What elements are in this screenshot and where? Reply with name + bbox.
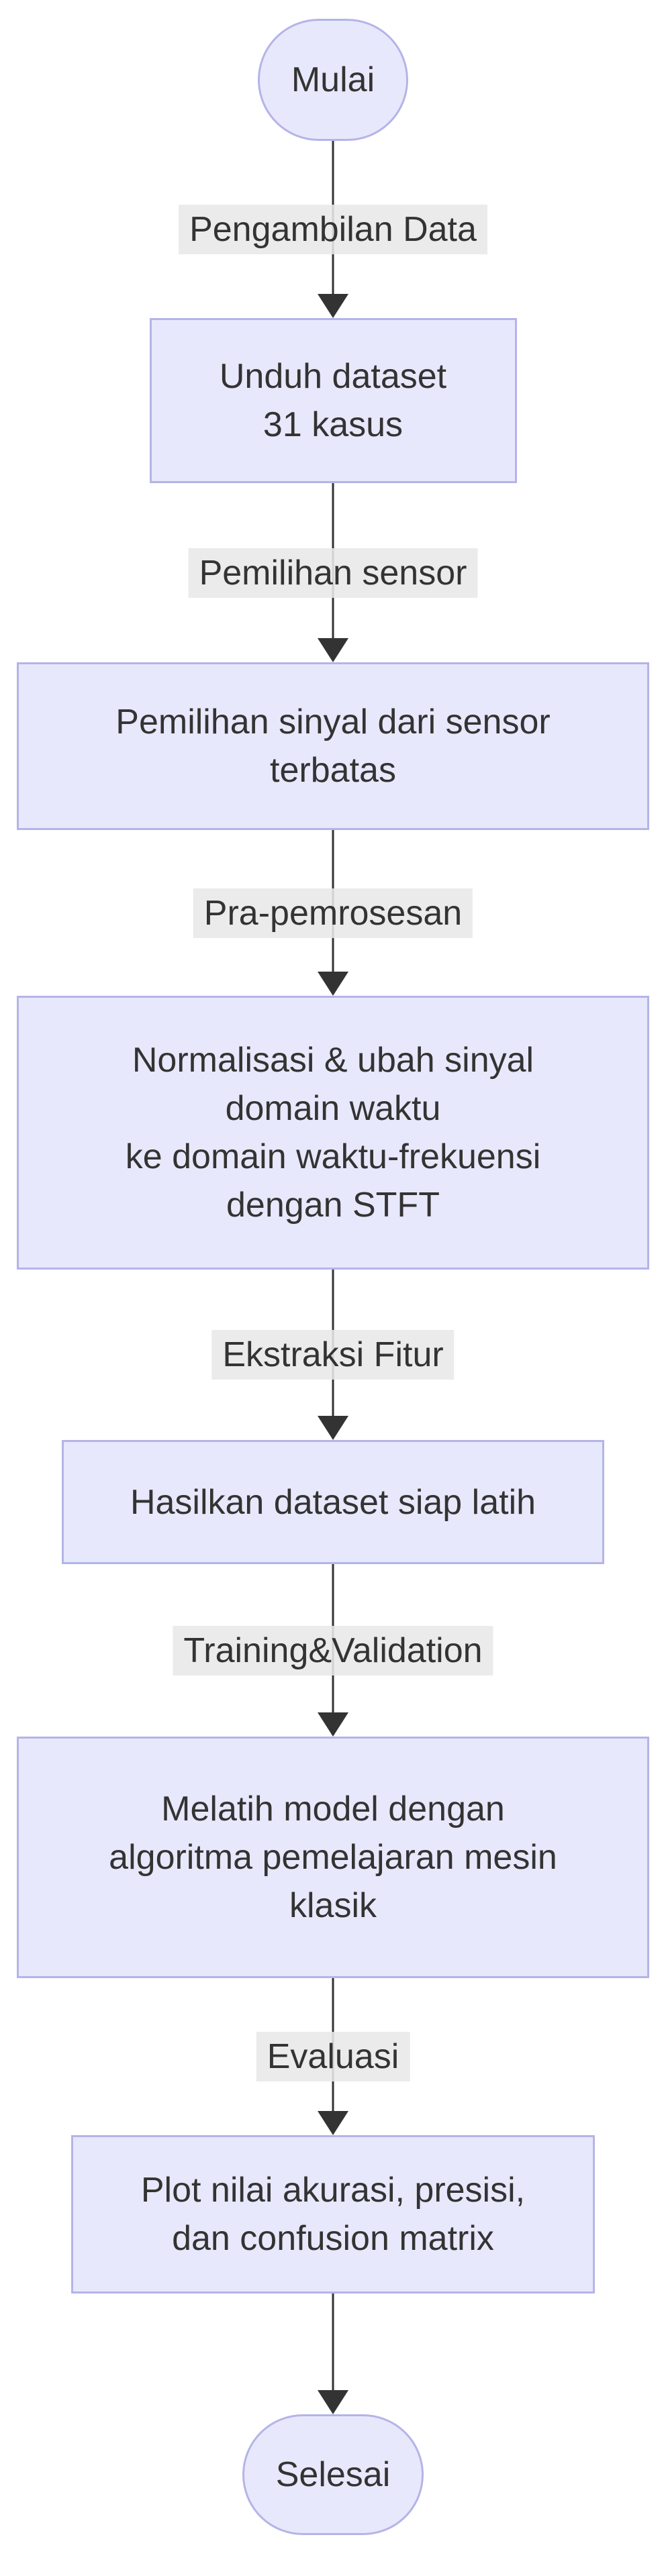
node-text-line: terbatas <box>270 751 396 790</box>
node-text-line: Mulai <box>291 60 375 99</box>
arrow-down-icon <box>318 638 348 662</box>
edge-line <box>332 2294 334 2400</box>
node-text-line: Hasilkan dataset siap latih <box>130 1482 536 1522</box>
arrow-down-icon <box>318 2390 348 2414</box>
node-text-line: Melatih model dengan <box>161 1790 505 1828</box>
arrow-down-icon <box>318 972 348 996</box>
node-text-line: domain waktu <box>225 1089 441 1128</box>
edge-label-pemilihan-sensor: Pemilihan sensor <box>188 548 478 598</box>
node-dataset-siap-latih: Hasilkan dataset siap latih <box>62 1440 604 1564</box>
node-unduh-dataset: Unduh dataset 31 kasus <box>149 318 517 483</box>
edge-start-to-unduh: Pengambilan Data <box>78 141 588 318</box>
node-pemilihan-sinyal: Pemilihan sinyal dari sensor terbatas <box>17 662 649 830</box>
edge-label-pra-pemrosesan: Pra-pemrosesan <box>193 888 473 938</box>
node-end-selesai: Selesai <box>242 2414 424 2535</box>
node-text-line: Unduh dataset <box>219 357 447 396</box>
node-start-mulai: Mulai <box>258 19 408 141</box>
edge-dataset-to-melatih: Training&Validation <box>78 1564 588 1737</box>
node-plot-evaluasi: Plot nilai akurasi, presisi, dan confusi… <box>71 2135 595 2294</box>
edge-label-evaluasi: Evaluasi <box>256 2032 410 2081</box>
edge-label-ekstraksi-fitur: Ekstraksi Fitur <box>211 1330 455 1380</box>
edge-normalisasi-to-dataset: Ekstraksi Fitur <box>78 1270 588 1440</box>
node-text-line: Normalisasi & ubah sinyal <box>132 1041 534 1080</box>
node-text-line: dan confusion matrix <box>172 2219 494 2258</box>
node-text-line: Pemilihan sinyal dari sensor <box>115 703 551 741</box>
edge-label-pengambilan-data: Pengambilan Data <box>179 205 487 254</box>
arrow-down-icon <box>318 1712 348 1737</box>
node-text-line: dengan STFT <box>226 1186 440 1225</box>
arrow-down-icon <box>318 294 348 318</box>
edge-pemilihan-to-normalisasi: Pra-pemrosesan <box>78 830 588 996</box>
node-text-line: Plot nilai akurasi, presisi, <box>140 2171 526 2210</box>
node-text-line: klasik <box>289 1886 377 1925</box>
arrow-down-icon <box>318 1416 348 1440</box>
edge-unduh-to-pemilihan: Pemilihan sensor <box>78 483 588 662</box>
arrow-down-icon <box>318 2111 348 2135</box>
edge-plot-to-end <box>78 2294 588 2414</box>
node-text-line: 31 kasus <box>263 405 403 444</box>
edge-melatih-to-plot: Evaluasi <box>78 1978 588 2135</box>
node-text-line: algoritma pemelajaran mesin <box>109 1838 557 1877</box>
node-text-line: ke domain waktu-frekuensi <box>125 1137 541 1176</box>
node-normalisasi-stft: Normalisasi & ubah sinyal domain waktu k… <box>17 996 649 1270</box>
edge-label-training-validation: Training&Validation <box>173 1625 493 1676</box>
node-melatih-model: Melatih model dengan algoritma pemelajar… <box>17 1737 649 1978</box>
node-text-line: Selesai <box>275 2455 391 2494</box>
